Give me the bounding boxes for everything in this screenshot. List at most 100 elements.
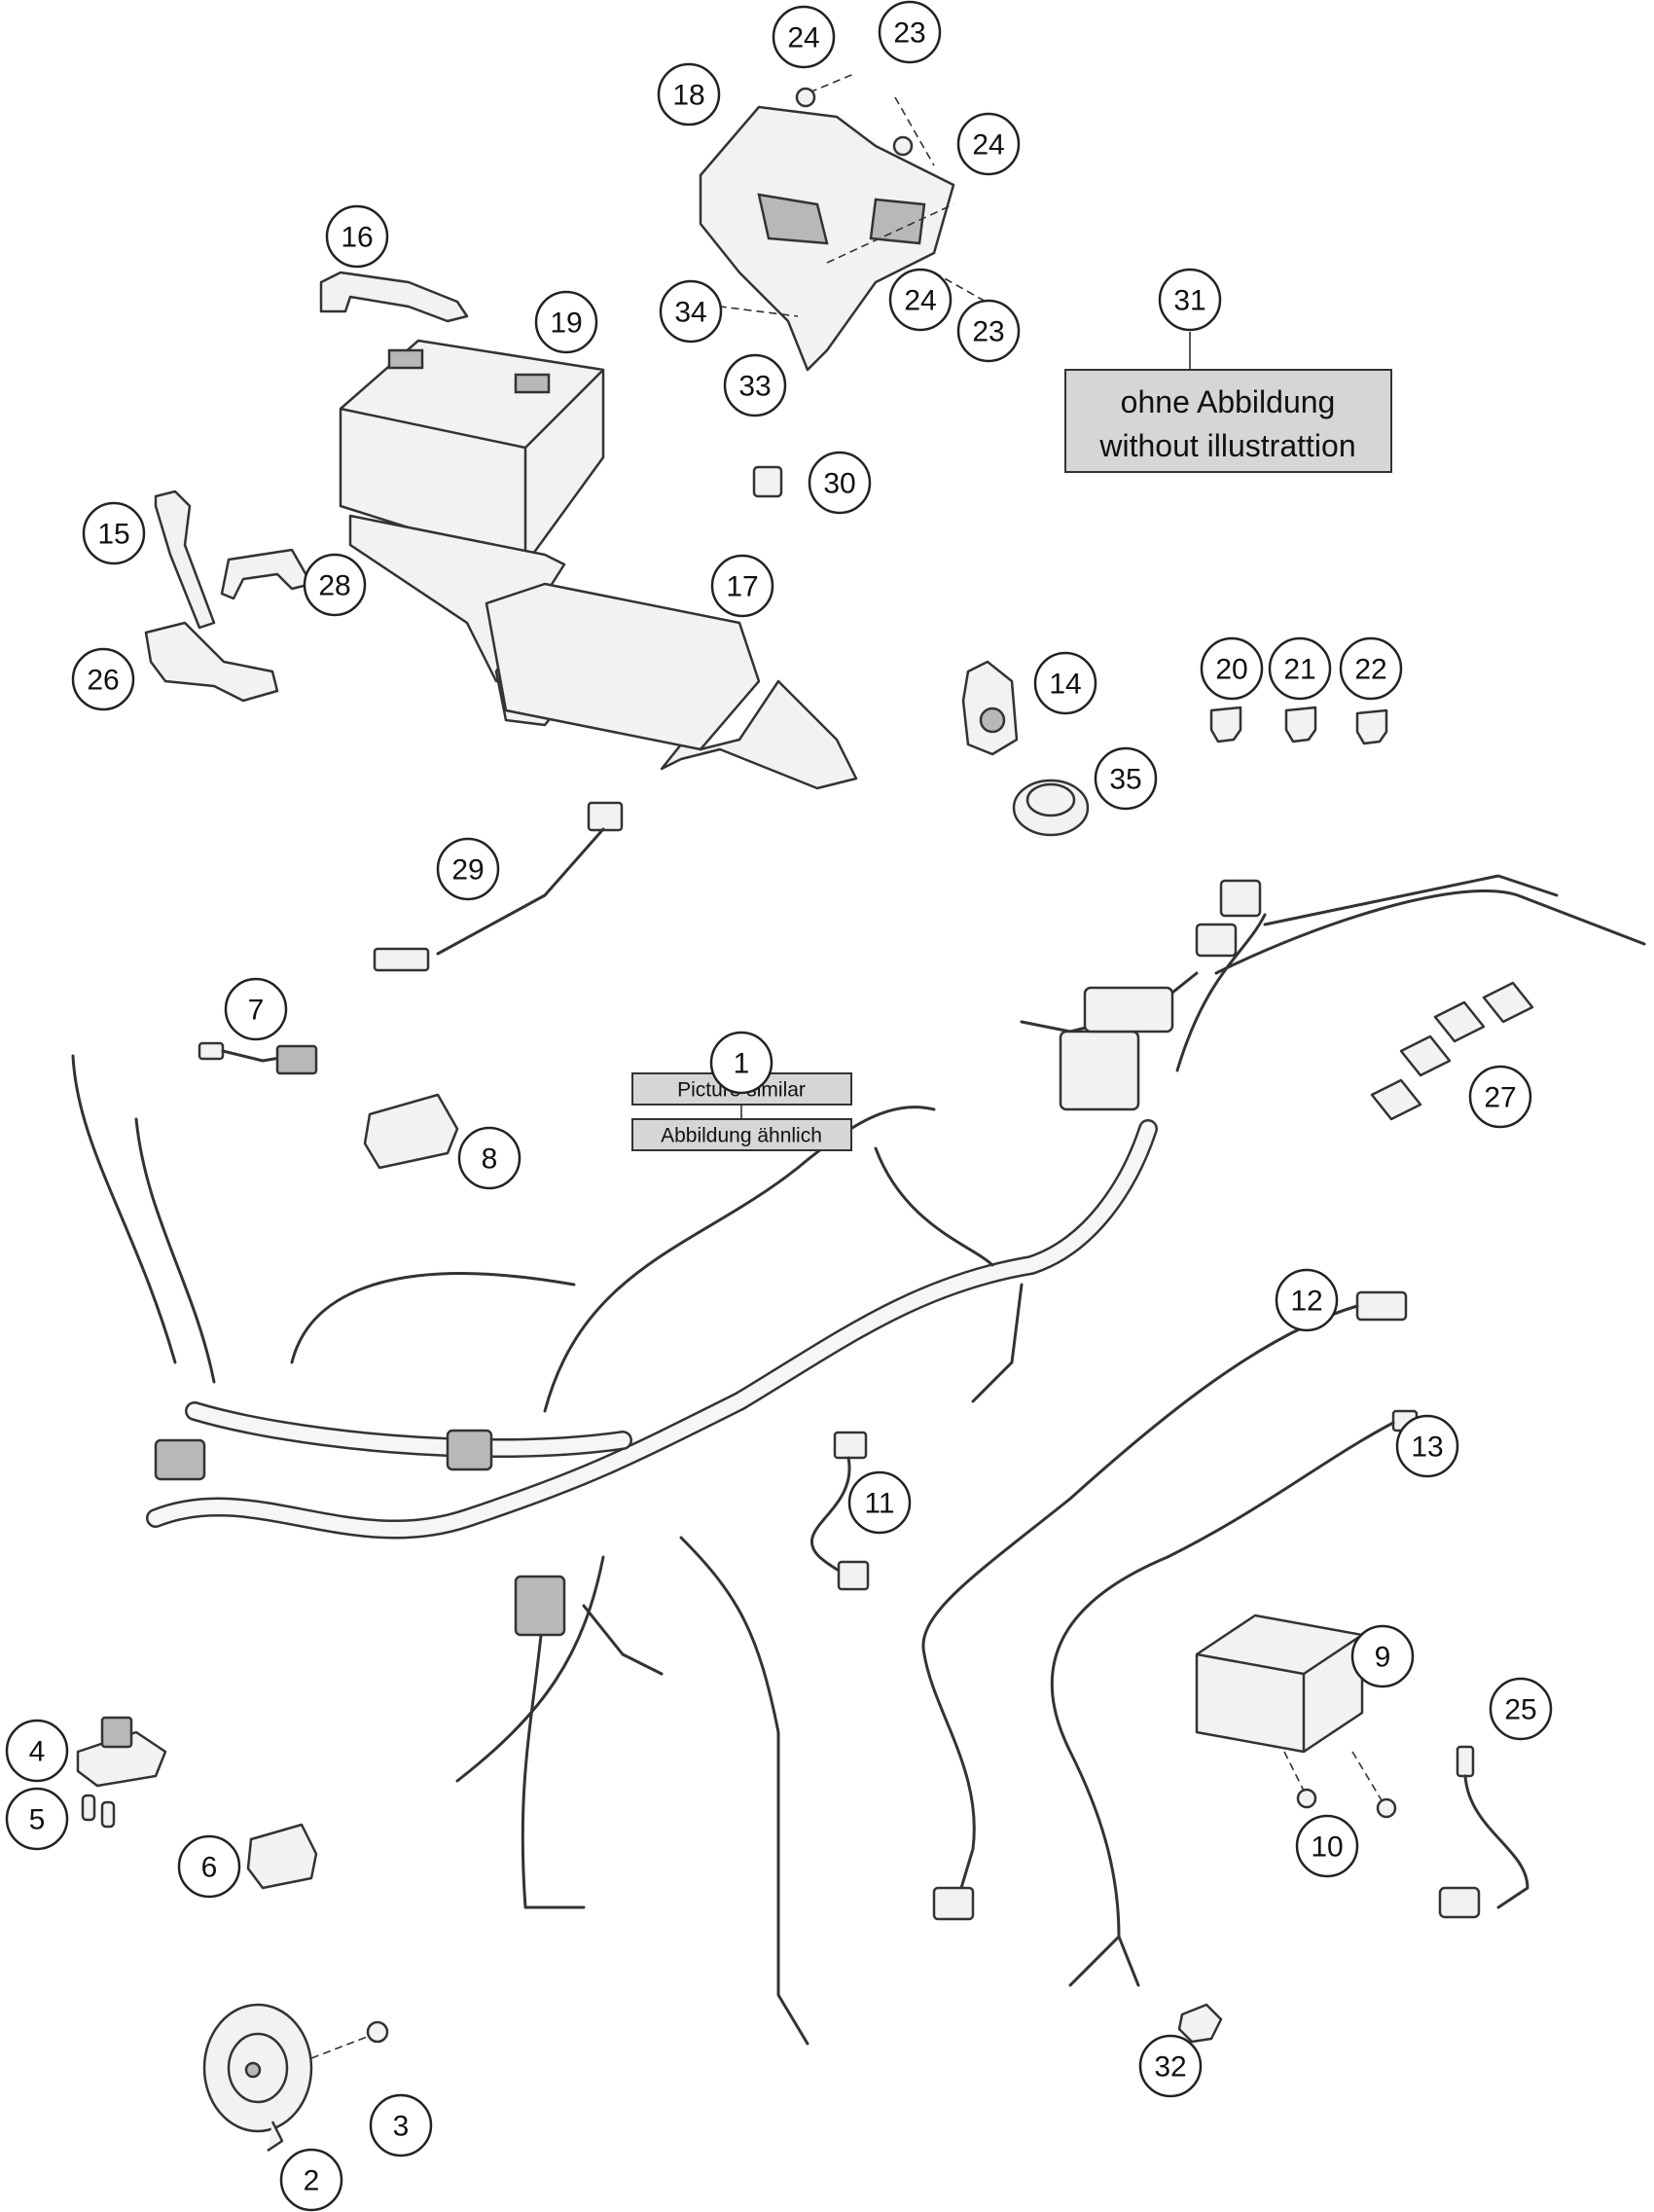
callout-number: 8	[482, 1143, 498, 1176]
callout-circle	[710, 554, 774, 618]
part-fuses	[1209, 706, 1388, 745]
callout-circle	[1395, 1414, 1459, 1478]
callout-number: 24	[787, 22, 819, 54]
callout-circle	[457, 1126, 521, 1190]
part-relay	[363, 1093, 459, 1170]
callout-circle	[709, 1031, 773, 1095]
callout-circle	[888, 268, 953, 332]
callout-24: 24	[888, 268, 953, 332]
callout-circle	[1295, 1814, 1359, 1878]
note-box	[1064, 369, 1392, 473]
callout-circle	[1033, 651, 1097, 715]
callout-number: 19	[550, 308, 582, 340]
callout-14: 14	[1033, 651, 1097, 715]
callout-6: 6	[177, 1834, 241, 1899]
callout-number: 12	[1290, 1286, 1322, 1318]
callout-circle	[534, 290, 598, 354]
part-voltage-regulator	[1195, 1614, 1364, 1754]
callout-31: 31	[1158, 268, 1222, 332]
callout-circle	[5, 1787, 69, 1851]
callout-circle	[1339, 636, 1403, 701]
callout-number: 3	[393, 2111, 410, 2143]
callout-33: 33	[723, 353, 787, 417]
part-battery	[339, 339, 605, 566]
callout-17: 17	[710, 554, 774, 618]
callout-35: 35	[1094, 746, 1158, 811]
callout-number: 15	[97, 519, 129, 551]
callout-22: 22	[1339, 636, 1403, 701]
callout-number: 4	[29, 1736, 46, 1768]
callout-30: 30	[808, 451, 872, 515]
callout-number: 7	[248, 995, 265, 1027]
callout-19: 19	[534, 290, 598, 354]
callout-circle	[657, 62, 721, 127]
callout-26: 26	[71, 647, 135, 711]
callout-number: 24	[904, 285, 936, 317]
callout-34: 34	[659, 279, 723, 344]
callout-number: 23	[893, 18, 925, 50]
callout-number: 9	[1375, 1642, 1391, 1674]
note-line1: ohne Abbildung	[1121, 384, 1336, 419]
callout-circle	[1275, 1268, 1339, 1332]
callout-circle	[1094, 746, 1158, 811]
part-small-clip	[752, 465, 783, 498]
callout-number: 17	[726, 571, 758, 603]
callout-circle	[325, 204, 389, 269]
callout-circle	[1468, 1065, 1532, 1129]
callout-circle	[279, 2148, 343, 2212]
callout-circle	[1200, 636, 1264, 701]
part-battery-holder	[348, 514, 858, 790]
callout-circle	[71, 647, 135, 711]
callout-number: 16	[341, 222, 373, 254]
callout-25: 25	[1489, 1677, 1553, 1741]
part-battery-clamp	[319, 271, 469, 323]
part-nut	[1012, 779, 1090, 837]
callout-circle	[956, 112, 1021, 176]
part-cover	[220, 548, 313, 600]
callout-circle	[723, 353, 787, 417]
callout-24: 24	[772, 5, 836, 69]
callout-number: 1	[734, 1048, 750, 1080]
callout-number: 14	[1049, 669, 1081, 701]
part-connector-cable	[810, 1431, 870, 1591]
part-adapter-cable	[373, 801, 624, 972]
callout-number: 5	[29, 1804, 46, 1836]
callout-18: 18	[657, 62, 721, 127]
callout-10: 10	[1295, 1814, 1359, 1878]
callout-circle	[5, 1719, 69, 1783]
callout-number: 27	[1484, 1082, 1516, 1114]
callout-number: 29	[451, 854, 484, 887]
callout-number: 6	[201, 1852, 218, 1884]
callout-2: 2	[279, 2148, 343, 2212]
callout-number: 31	[1173, 285, 1205, 317]
callout-circle	[369, 2093, 433, 2158]
callout-number: 2	[304, 2165, 320, 2197]
callout-circle	[1268, 636, 1332, 701]
callout-12: 12	[1275, 1268, 1339, 1332]
callout-23: 23	[956, 299, 1021, 363]
part-ground-cable	[921, 1290, 1408, 1921]
callout-number: 35	[1109, 764, 1141, 796]
note-line2: without illustrattion	[1098, 428, 1355, 463]
callout-circle	[1350, 1624, 1415, 1688]
callout-number: 20	[1215, 654, 1247, 686]
callout-number: 24	[972, 129, 1004, 162]
callout-circle	[878, 0, 942, 64]
part-sensor-cable	[1438, 1745, 1529, 1919]
callout-3: 3	[369, 2093, 433, 2158]
callout-1: 1	[709, 1031, 773, 1095]
part-ignition-lock	[961, 660, 1019, 756]
callout-13: 13	[1395, 1414, 1459, 1478]
part-flasher-relay	[246, 1823, 318, 1890]
part-main-wiring-harness	[71, 874, 1646, 2046]
callout-number: 30	[823, 468, 855, 500]
callout-23: 23	[878, 0, 942, 64]
callout-number: 23	[972, 316, 1004, 348]
callout-circle	[303, 553, 367, 617]
part-mounting-plate	[144, 621, 279, 703]
callout-circle	[224, 977, 288, 1041]
callout-27: 27	[1468, 1065, 1532, 1129]
part-battery-cable	[1050, 1409, 1419, 1987]
